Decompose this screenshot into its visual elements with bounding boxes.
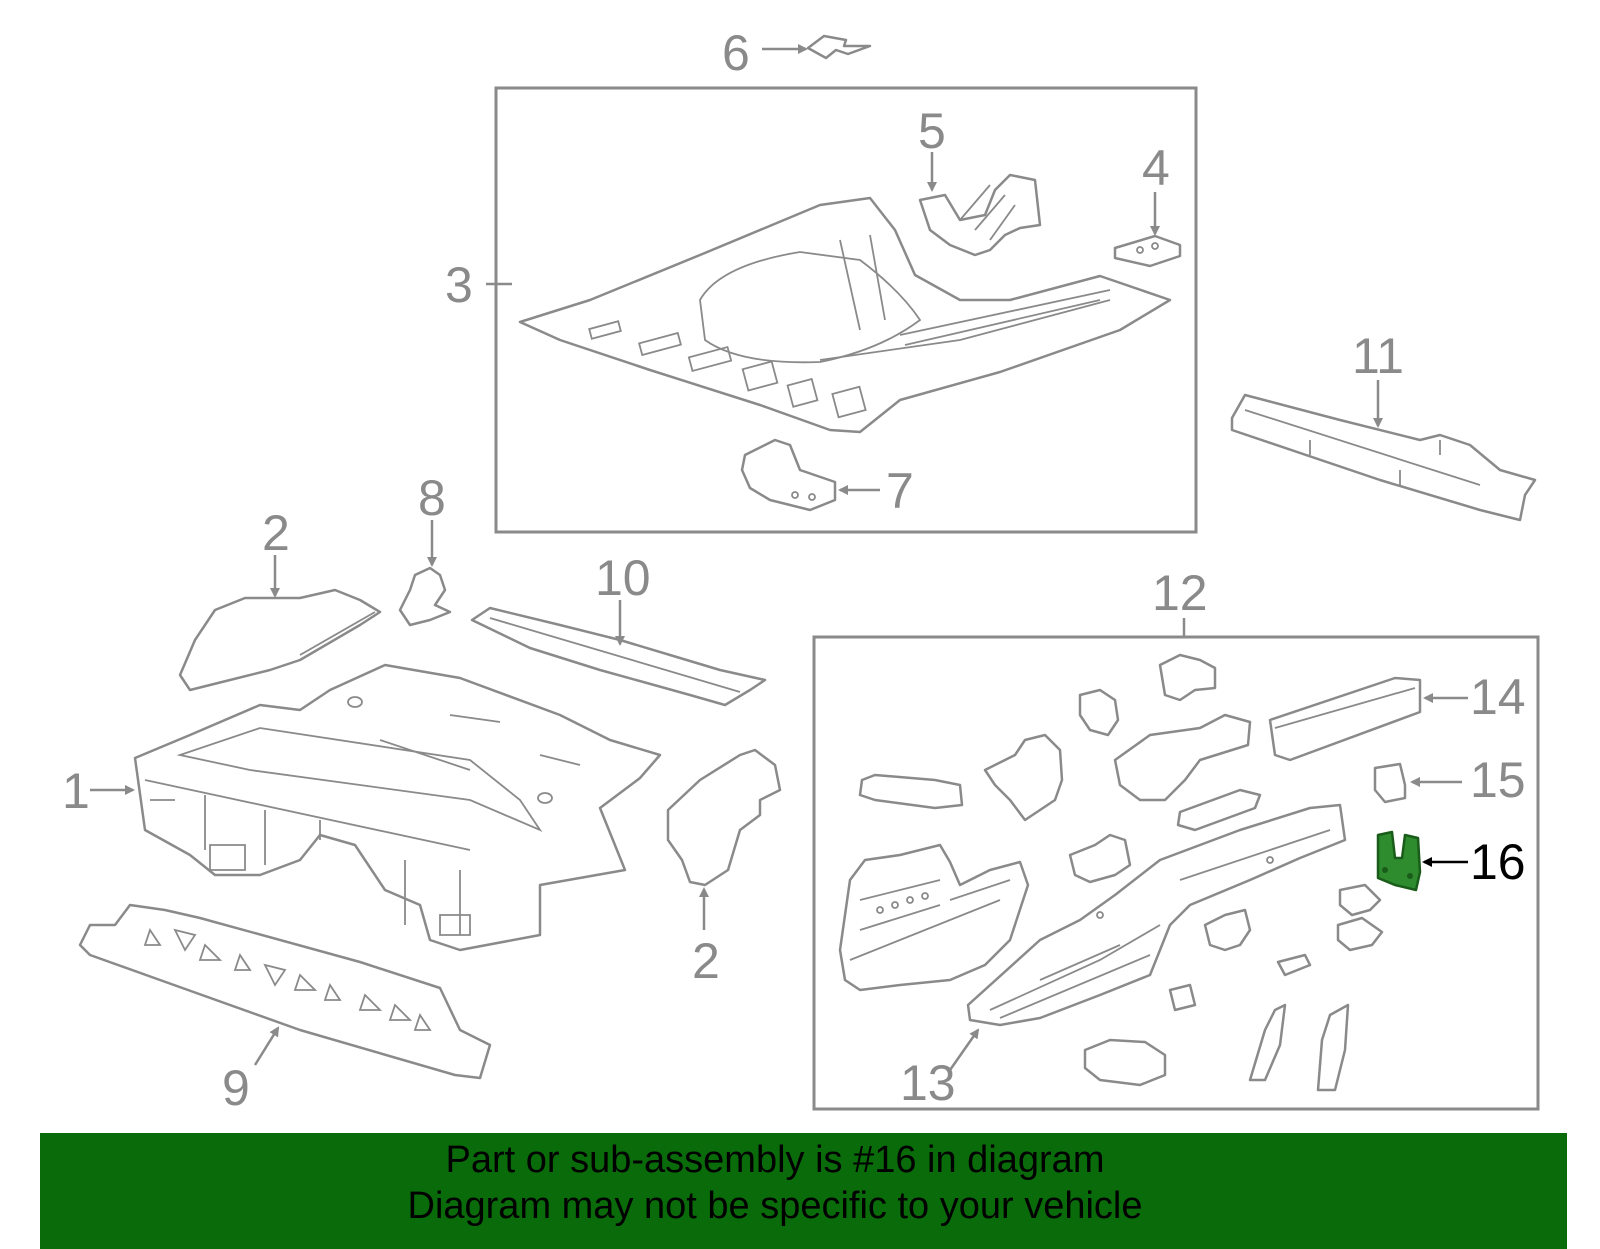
part-15[interactable] (1373, 762, 1462, 804)
part-14[interactable] (1268, 676, 1468, 762)
part-11[interactable] (1230, 380, 1537, 522)
part-4[interactable] (1113, 192, 1182, 268)
part-12-detail-n (1248, 1003, 1287, 1082)
part-12-detail-m (1083, 1038, 1167, 1087)
callout-4: 4 (1142, 140, 1170, 196)
part-12-detail-d (1158, 653, 1217, 702)
callout-10: 10 (595, 550, 651, 606)
banner-line-disclaimer: Diagram may not be specific to your vehi… (407, 1185, 1143, 1227)
part-16[interactable] (1376, 830, 1468, 892)
part-12-detail-b (983, 733, 1064, 822)
part-12-detail-g (1068, 833, 1132, 884)
part-12-detail-e (1113, 713, 1252, 802)
part-12-detail-f (1176, 788, 1262, 832)
callout-13: 13 (900, 1055, 956, 1111)
part-3[interactable] (486, 196, 1172, 434)
part-12-detail-i (1203, 908, 1252, 952)
part-9[interactable] (78, 903, 492, 1080)
part-6[interactable] (762, 34, 872, 60)
callout-6: 6 (722, 25, 750, 81)
part-12-detail-o (1316, 1003, 1350, 1092)
callout-14: 14 (1470, 669, 1526, 725)
part-8[interactable] (398, 520, 452, 627)
callout-15: 15 (1470, 752, 1526, 808)
callout-2-left: 2 (262, 505, 290, 561)
part-12-detail-a (858, 773, 964, 810)
callout-11: 11 (1352, 328, 1404, 384)
callout-8: 8 (418, 470, 446, 526)
part-2-left[interactable] (178, 555, 382, 692)
part-12-detail-k (1276, 953, 1312, 977)
part-2-right[interactable] (666, 748, 782, 930)
callout-7: 7 (886, 463, 914, 519)
callout-1: 1 (62, 763, 90, 819)
callout-9: 9 (222, 1060, 250, 1116)
group-box-3 (494, 86, 1198, 534)
part-5[interactable] (918, 152, 1042, 257)
banner-line-part: Part or sub-assembly is #16 in diagram (445, 1139, 1105, 1181)
part-12-detail-c (1078, 688, 1120, 737)
callout-16: 16 (1470, 834, 1526, 890)
part-7[interactable] (740, 438, 880, 512)
part-12-detail-j (1336, 883, 1384, 952)
callout-12: 12 (1152, 565, 1208, 621)
part-13[interactable] (948, 803, 1347, 1071)
group-box-12 (812, 635, 1540, 1111)
callout-2-right: 2 (692, 933, 720, 989)
part-10[interactable] (470, 600, 767, 707)
part-1[interactable] (90, 663, 662, 952)
callout-5: 5 (918, 103, 946, 159)
callout-3: 3 (445, 257, 473, 313)
part-12-detail-h (838, 843, 1030, 992)
part-12-detail-l (1168, 983, 1197, 1012)
info-banner: Part or sub-assembly is #16 in diagram D… (40, 1133, 1567, 1249)
